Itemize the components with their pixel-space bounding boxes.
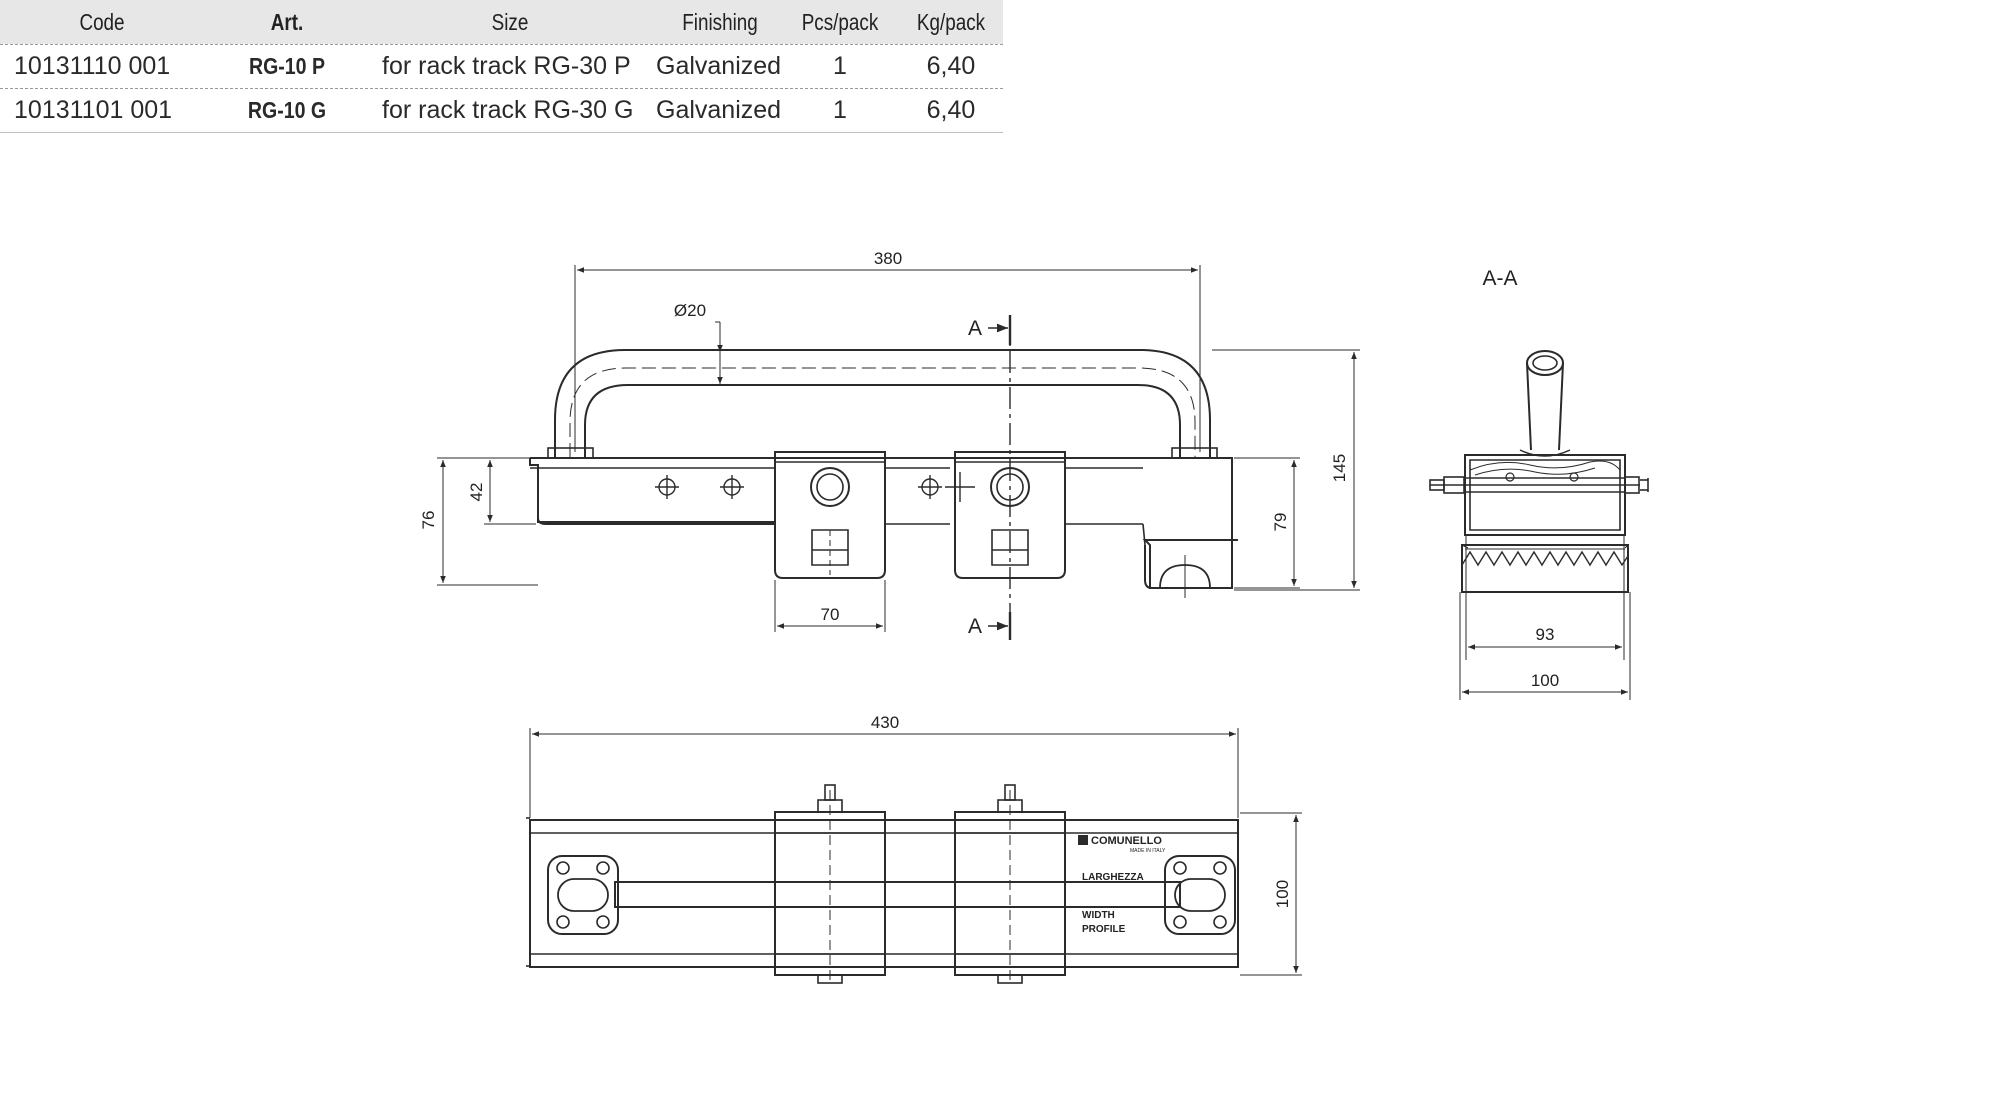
header-size: Size [491,9,529,35]
dim-70: 70 [821,605,840,624]
cell-code: 10131101 001 [14,96,173,124]
mounting-holes [655,472,975,502]
header-code: Code [79,9,125,35]
cell-kg-pack: 6,40 [926,52,976,80]
cell-code: 10131110 001 [14,52,171,80]
header-art: Art. [270,9,304,35]
left-block [774,451,886,579]
dim-100-plan: 100 [1273,880,1292,908]
dim-145: 145 [1330,454,1349,482]
header-kg-pack: Kg/pack [916,9,986,35]
dim-380: 380 [874,249,902,268]
dim-42: 42 [467,483,486,502]
table-row: 10131110 001 RG-10 P for rack track RG-3… [0,44,1003,89]
dim-79: 79 [1271,513,1290,532]
header-pcs-pack: Pcs/pack [801,9,879,35]
dim-93: 93 [1536,625,1555,644]
cell-kg-pack: 6,40 [926,96,976,124]
cell-size: for rack track RG-30 G [382,96,634,124]
cell-art: RG-10 G [247,97,327,123]
brand-logo-icon [1078,835,1088,845]
header-finishing: Finishing [682,9,758,35]
larghezza-label: LARGHEZZA [1082,872,1144,883]
dim-100-section: 100 [1531,671,1559,690]
cell-art: RG-10 P [248,53,326,79]
table-row: 10131101 001 RG-10 G for rack track RG-3… [0,89,1003,133]
profile-label: PROFILE [1082,924,1126,935]
cell-finishing: Galvanized [656,96,782,124]
plan-view [526,728,1302,985]
dim-diameter: Ø20 [674,301,706,320]
right-block [954,451,1066,579]
plan-handle [614,881,1181,908]
handle-outer [554,349,1211,457]
section-marker-bottom: A [968,615,982,638]
dim-76: 76 [419,511,438,530]
made-in-label: MADE IN ITALY [1130,848,1166,854]
cell-pcs-pack: 1 [833,96,847,124]
width-label: WIDTH [1082,910,1115,921]
brand-label: COMUNELLO [1091,835,1162,847]
dim-430: 430 [871,713,899,732]
rack-profile [1461,544,1629,593]
cell-size: for rack track RG-30 P [382,52,631,80]
product-table: Code Art. Size Finishing Pcs/pack Kg/pac… [0,0,1003,133]
section-title: A-A [1482,267,1517,290]
table-header-row: Code Art. Size Finishing Pcs/pack Kg/pac… [0,0,1003,44]
cell-pcs-pack: 1 [833,52,847,80]
handle-inner [584,384,1181,457]
section-marker-top: A [968,317,982,340]
section-view [1429,350,1649,700]
cell-finishing: Galvanized [656,52,782,80]
front-view [437,265,1360,640]
